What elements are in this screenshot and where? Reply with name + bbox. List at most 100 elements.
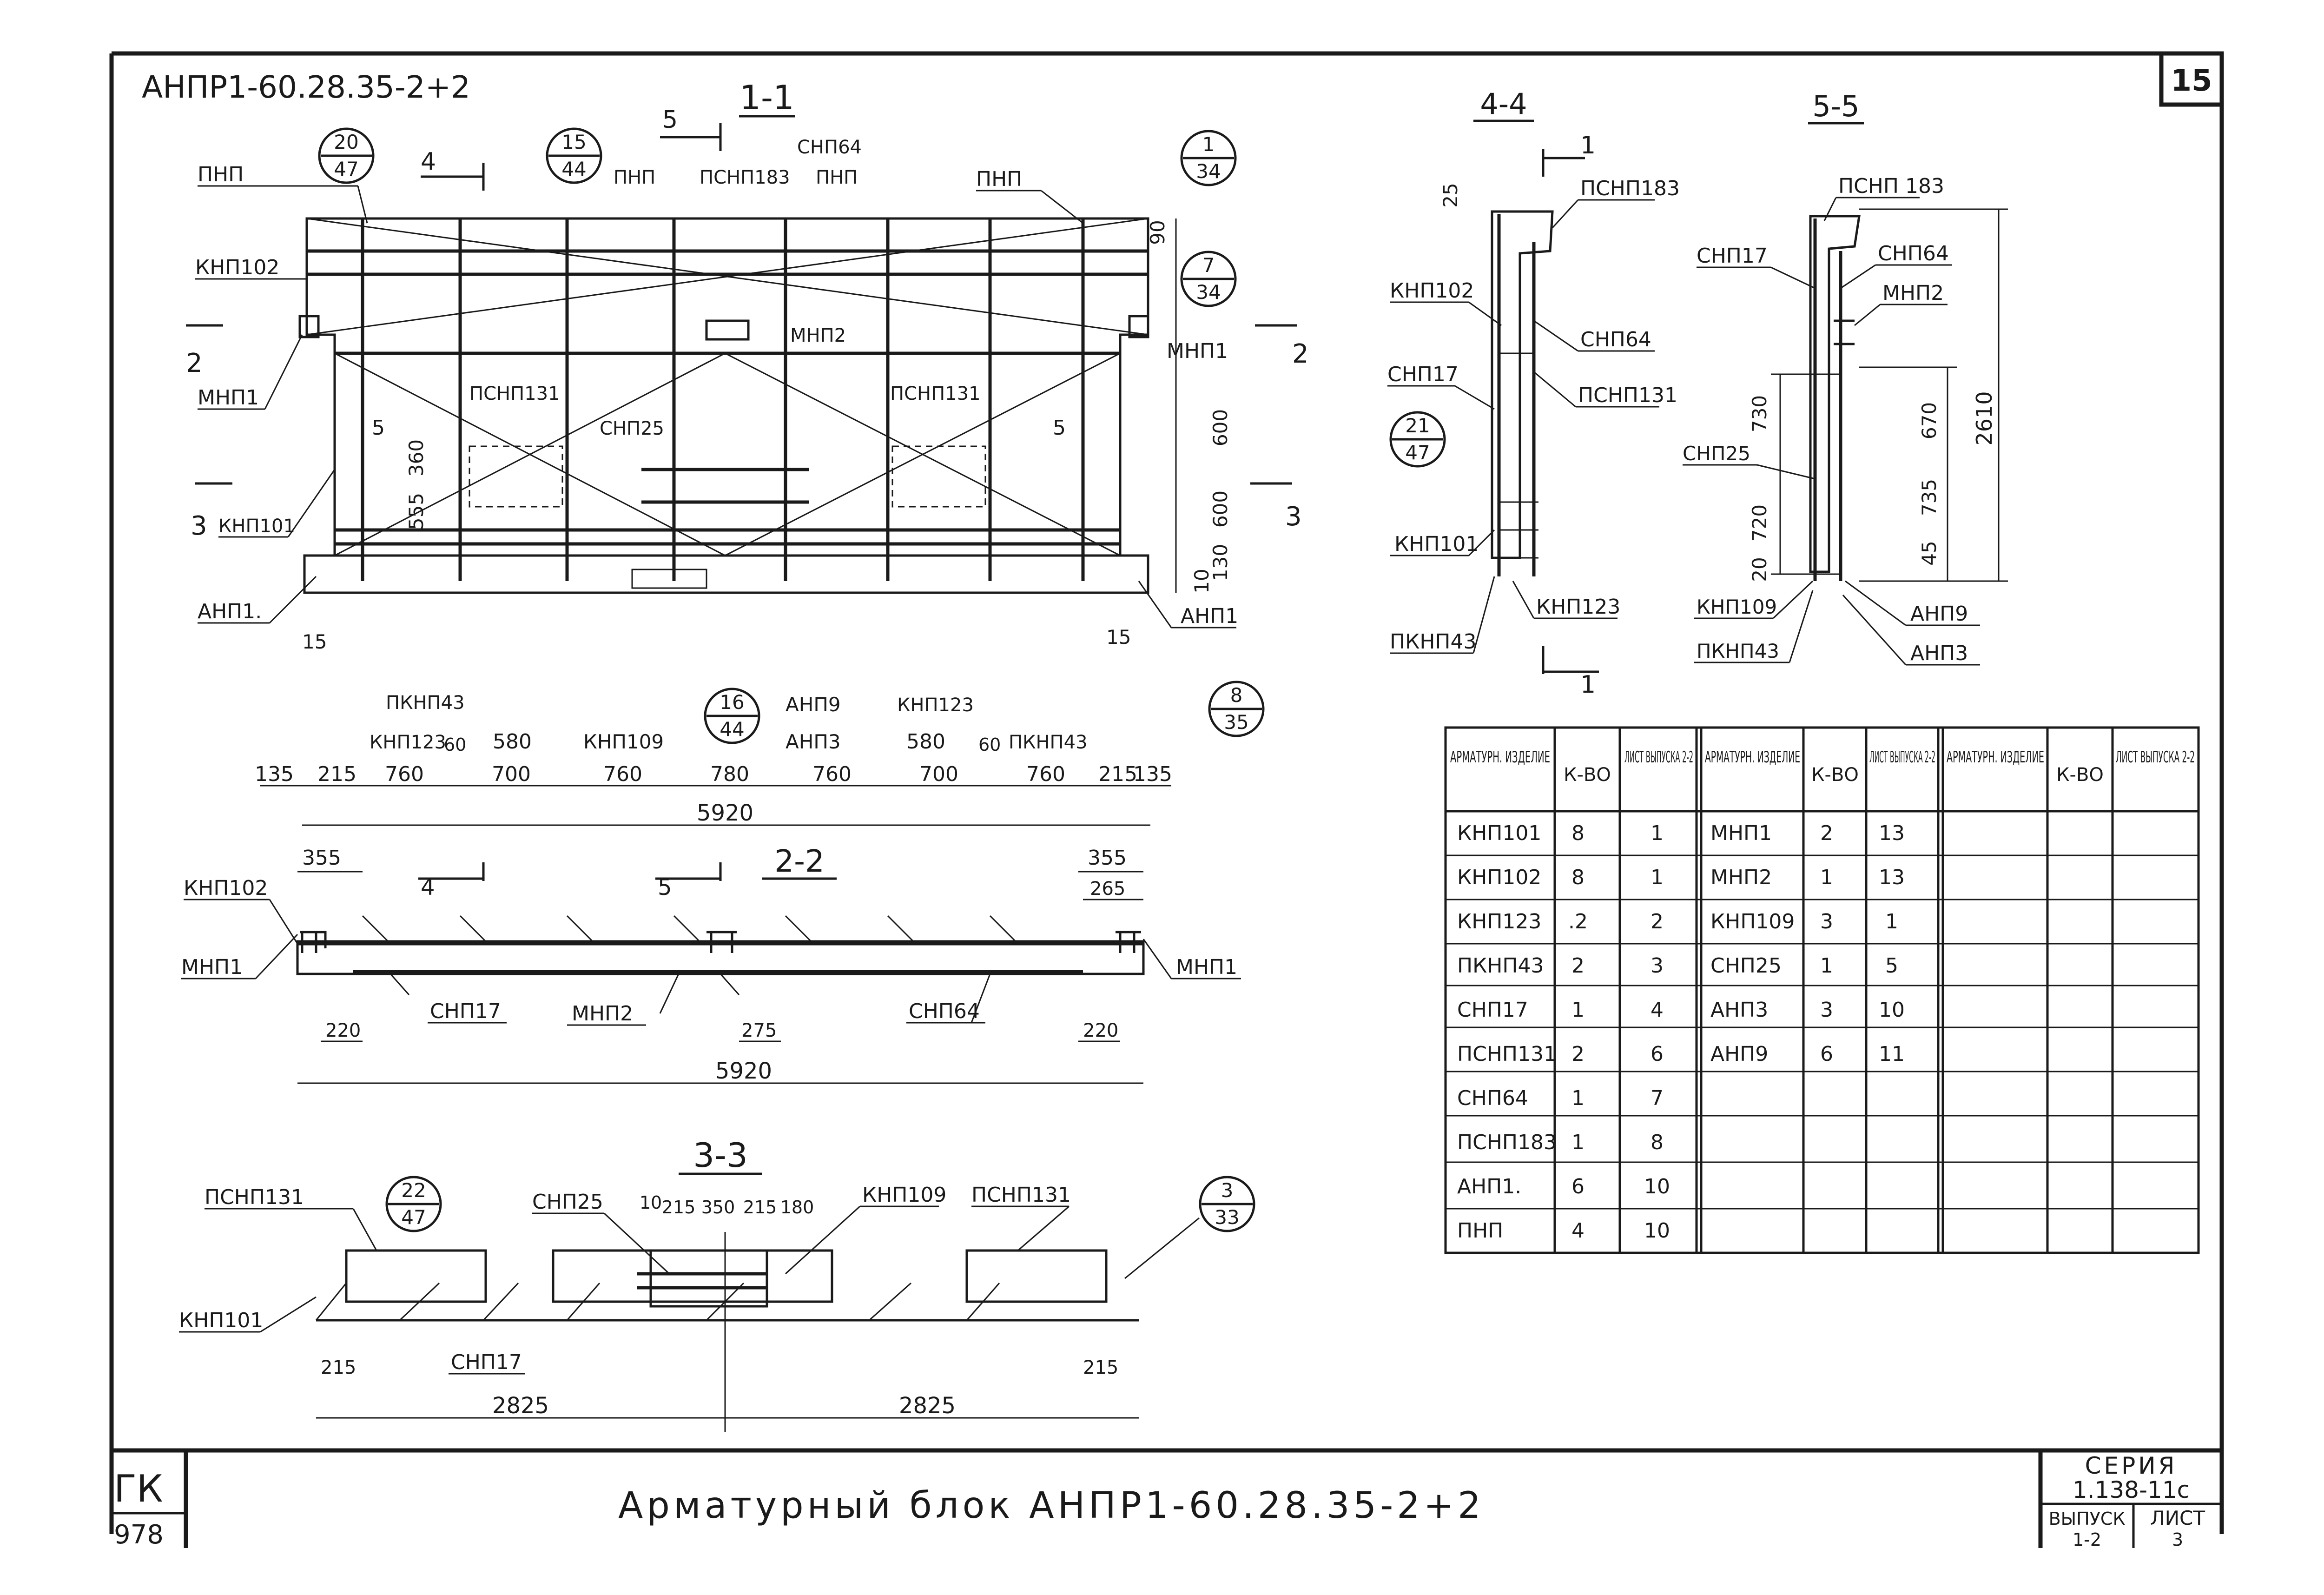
svg-text:3: 3 bbox=[1221, 1179, 1234, 1202]
svg-text:47: 47 bbox=[1405, 441, 1430, 464]
dim-580-left: 580 bbox=[493, 730, 532, 754]
svg-text:АРМАТУРН. ИЗДЕЛИЕ: АРМАТУРН. ИЗДЕЛИЕ bbox=[1947, 748, 2044, 767]
label-psnp131: ПСНП131 bbox=[1578, 384, 1677, 407]
dim-720: 720 bbox=[1748, 504, 1771, 542]
schedule-g2-qty-cell: 1 bbox=[1820, 866, 1833, 889]
callout-7-34: 7 34 bbox=[1180, 251, 1237, 307]
schedule-table: АРМАТУРН. ИЗДЕЛИЕ К-ВО ЛИСТ ВЫПУСКА 2-2 … bbox=[1444, 726, 2200, 1254]
schedule-g1-item-cell: ПСНП183 bbox=[1457, 1131, 1557, 1154]
schedule-g1-qty-cell: 4 bbox=[1571, 1219, 1585, 1243]
schedule-g2-qty-cell: 3 bbox=[1820, 910, 1833, 933]
schedule-g1-qty-cell: 6 bbox=[1571, 1175, 1585, 1198]
label-psnp131-right: ПСНП131 bbox=[971, 1183, 1071, 1207]
title-block: ГК 978 Арматурный блок АНПР1-60.28.35-2+… bbox=[112, 1450, 2222, 1550]
dim-220-left: 220 bbox=[325, 1020, 361, 1041]
svg-text:16: 16 bbox=[720, 691, 744, 714]
svg-text:20: 20 bbox=[334, 131, 358, 153]
svg-text:34: 34 bbox=[1196, 281, 1221, 304]
svg-text:215: 215 bbox=[1098, 762, 1137, 786]
schedule-g1-item-cell: КНП101 bbox=[1457, 821, 1541, 845]
svg-text:34: 34 bbox=[1196, 160, 1221, 183]
label-psnp131-left: ПСНП131 bbox=[469, 383, 560, 404]
schedule-g2-qty-cell: 3 bbox=[1820, 998, 1833, 1022]
svg-text:8: 8 bbox=[1230, 684, 1243, 707]
dim-25: 25 bbox=[1439, 183, 1462, 207]
dim-15-right: 15 bbox=[1106, 626, 1131, 649]
label-mnp2: МНП2 bbox=[1882, 281, 1944, 305]
cut-1-bottom: 1 bbox=[1580, 671, 1596, 699]
stamp-year: 978 bbox=[114, 1520, 164, 1550]
svg-text:1: 1 bbox=[1202, 133, 1215, 156]
dim-60-left: 60 bbox=[444, 735, 466, 755]
label-mnp1-right: МНП1 bbox=[1167, 339, 1228, 363]
label-pnp-4: ПНП bbox=[976, 167, 1022, 191]
dim-555: 555 bbox=[405, 493, 428, 530]
series-value: 1.138-11с bbox=[2073, 1476, 2190, 1503]
label-snp17: СНП17 bbox=[451, 1350, 522, 1374]
schedule-g2-qty-cell: 6 bbox=[1820, 1042, 1833, 1066]
series-label: СЕРИЯ bbox=[2085, 1452, 2178, 1479]
label-anp1-right: АНП1 bbox=[1181, 604, 1238, 628]
cut-3-left: 3 bbox=[191, 511, 207, 541]
drawing-code: АНПР1-60.28.35-2+2 bbox=[142, 69, 470, 105]
svg-text:10: 10 bbox=[640, 1192, 662, 1213]
section-title: 2-2 bbox=[774, 843, 825, 879]
label-snp64: СНП64 bbox=[1580, 328, 1651, 351]
dim-90: 90 bbox=[1146, 220, 1169, 245]
schedule-g1-qty-cell: 1 bbox=[1571, 998, 1585, 1022]
dim-220-right: 220 bbox=[1083, 1020, 1118, 1041]
callout-8-35: 8 35 bbox=[1208, 681, 1265, 737]
label-knp109: КНП109 bbox=[583, 730, 664, 753]
dim-2825-right: 2825 bbox=[899, 1393, 956, 1419]
schedule-g1-sheet-cell: 1 bbox=[1651, 866, 1664, 889]
svg-text:760: 760 bbox=[1026, 762, 1065, 786]
label-anp3: АНП3 bbox=[1910, 642, 1968, 665]
label-knp101: КНП101 bbox=[218, 516, 295, 537]
section-4-4: 4-4 ПСНП183 КНП102 СНП64 СНП17 ПСНП131 К… bbox=[1387, 87, 1680, 699]
label-knp109: КНП109 bbox=[862, 1183, 946, 1207]
svg-text:33: 33 bbox=[1215, 1206, 1239, 1229]
label-mnp1-left: МНП1 bbox=[181, 955, 243, 979]
schedule-g1-qty-cell: 8 bbox=[1571, 821, 1585, 845]
schedule-g1-qty-cell: 2 bbox=[1571, 1042, 1585, 1066]
label-knp102: КНП102 bbox=[195, 256, 279, 279]
schedule-g1-sheet-cell: 6 bbox=[1651, 1042, 1664, 1066]
schedule-g2-qty-cell: 2 bbox=[1820, 821, 1833, 845]
sheet-label: ЛИСТ bbox=[2150, 1507, 2205, 1529]
top-dimension-chain: 10 215 350 215 180 bbox=[640, 1192, 814, 1218]
svg-text:215: 215 bbox=[662, 1197, 696, 1218]
schedule-g2-sheet-cell: 13 bbox=[1879, 821, 1905, 845]
dim-15-left: 15 bbox=[302, 630, 327, 653]
schedule-g2-sheet-cell: 1 bbox=[1885, 910, 1898, 933]
schedule-g1-item-cell: ПНП bbox=[1457, 1219, 1503, 1243]
cut-1-top: 1 bbox=[1580, 132, 1596, 159]
callout-3-33: 3 33 bbox=[1199, 1176, 1255, 1232]
dim-600a: 600 bbox=[1209, 409, 1232, 446]
section-title: 1-1 bbox=[739, 78, 794, 117]
issue-label: ВЫПУСК bbox=[2049, 1509, 2126, 1529]
label-anp1: АНП1. bbox=[198, 600, 262, 623]
label-knp101: КНП101 bbox=[1394, 532, 1479, 556]
dim-total-5920: 5920 bbox=[715, 1058, 772, 1084]
svg-text:АРМАТУРН. ИЗДЕЛИЕ: АРМАТУРН. ИЗДЕЛИЕ bbox=[1450, 748, 1550, 767]
dim-735: 735 bbox=[1918, 479, 1941, 516]
label-knp109: КНП109 bbox=[1697, 596, 1777, 618]
label-knp102: КНП102 bbox=[1390, 279, 1474, 303]
dim-20: 20 bbox=[1748, 557, 1771, 582]
svg-text:47: 47 bbox=[401, 1206, 426, 1229]
svg-text:35: 35 bbox=[1224, 711, 1248, 734]
label-snp25: СНП25 bbox=[600, 418, 664, 439]
svg-text:44: 44 bbox=[561, 158, 586, 180]
cut-3-right: 3 bbox=[1285, 502, 1302, 532]
svg-text:ЛИСТ ВЫПУСКА 2-2: ЛИСТ ВЫПУСКА 2-2 bbox=[2116, 748, 2195, 767]
svg-text:215: 215 bbox=[317, 762, 357, 786]
section-title: 3-3 bbox=[693, 1136, 748, 1175]
svg-text:135: 135 bbox=[1133, 762, 1172, 786]
schedule-g1-sheet-cell: 4 bbox=[1651, 998, 1664, 1022]
schedule-g1-sheet-cell: 2 bbox=[1651, 910, 1664, 933]
schedule-g1-item-cell: КНП123 bbox=[1457, 910, 1541, 933]
section-5-5: 5-5 ПСНП 183 СНП17 СНП64 МНП2 СНП25 КНП1… bbox=[1683, 89, 2008, 666]
dim-total-5920: 5920 bbox=[697, 800, 753, 826]
table-header: АРМАТУРН. ИЗДЕЛИЕ К-ВО ЛИСТ ВЫПУСКА 2-2 … bbox=[1450, 748, 2195, 786]
bottom-dimension-chain: 135 215 760 700 760 780 760 700 760 215 … bbox=[255, 762, 1172, 786]
